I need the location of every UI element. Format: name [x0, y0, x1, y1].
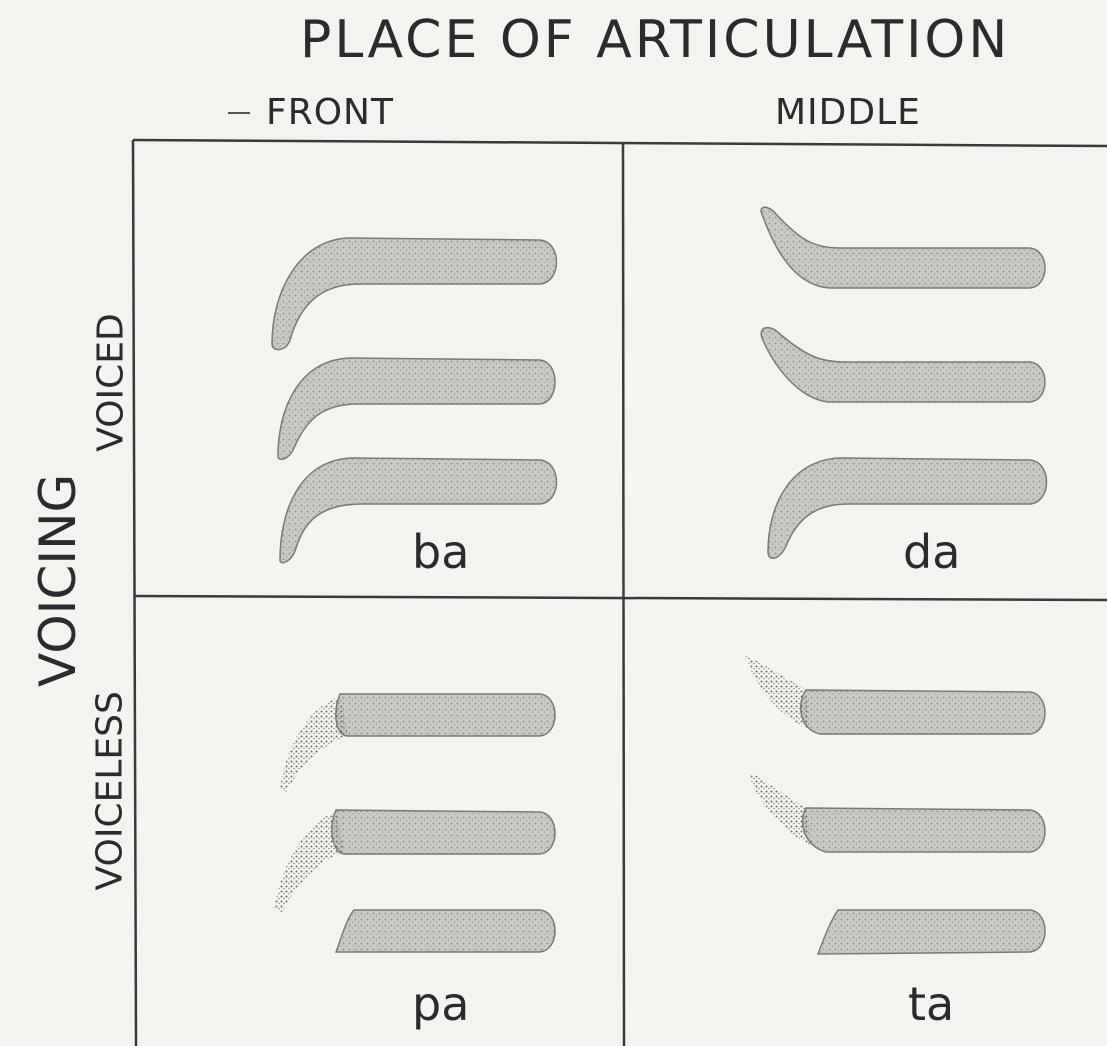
formant-band: [818, 910, 1045, 954]
cell-voiceless-middle: [746, 656, 1045, 954]
formant-band: [761, 328, 1045, 402]
cell-voiced-front: [272, 238, 557, 563]
formant-band: [336, 694, 555, 736]
cell-voiced-middle: [761, 207, 1046, 558]
grid-left-line: [133, 140, 136, 1046]
formant-band: [803, 808, 1045, 852]
formant-band: [278, 358, 555, 459]
formant-band: [272, 238, 557, 350]
grid-divider-line: [134, 596, 1107, 600]
syllable-ta: ta: [908, 977, 954, 1031]
aspiration-dots: [280, 696, 348, 792]
aspiration-dots: [750, 772, 812, 846]
syllable-da: da: [903, 525, 960, 579]
formant-band: [336, 910, 555, 952]
cell-voiceless-front: [274, 694, 555, 952]
aspiration-dots: [274, 812, 344, 912]
grid-top-line: [133, 140, 1107, 146]
syllable-pa: pa: [412, 977, 469, 1031]
grid-middle-line: [623, 143, 624, 1046]
formant-band: [761, 207, 1045, 288]
formant-band: [332, 810, 555, 854]
formant-band: [801, 690, 1045, 734]
aspiration-dots: [746, 656, 810, 730]
syllable-ba: ba: [412, 525, 469, 579]
